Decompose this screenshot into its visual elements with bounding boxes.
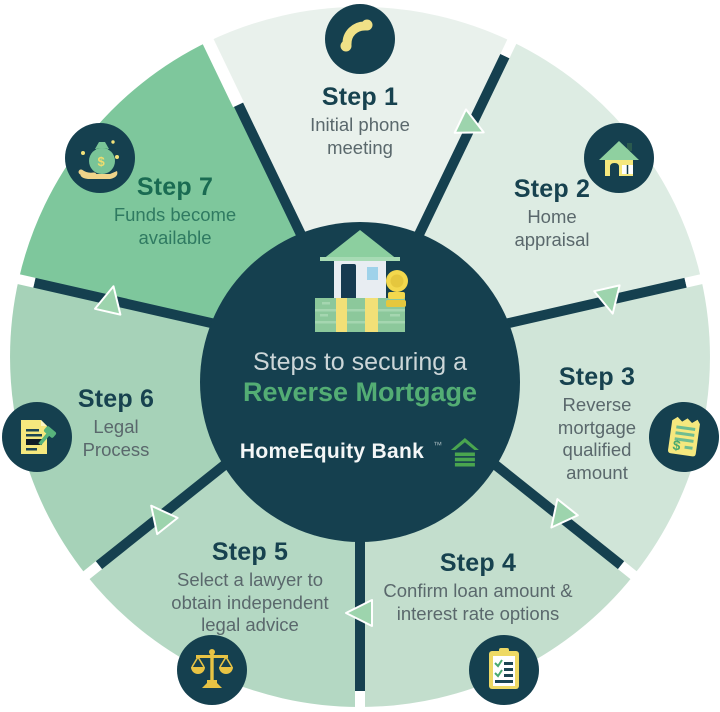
start-gap: [201, 37, 244, 108]
checklist-icon: [469, 635, 539, 705]
brand-trademark: ™: [433, 440, 443, 450]
step-2-label: Step 2: [513, 175, 591, 203]
center-title-line1: Steps to securing a: [252, 348, 468, 376]
flow-arrow-6-7: [94, 285, 122, 316]
center-title-line2: Reverse Mortgage: [242, 377, 478, 407]
homeequity-logo-icon: [451, 438, 480, 467]
step-6-label: Step 6: [77, 385, 155, 413]
svg-text:$: $: [672, 437, 682, 454]
step-5-description: Select a lawyer to obtain independent le…: [171, 569, 329, 636]
flow-arrow-1-2: [453, 108, 485, 134]
center-circle: [200, 222, 520, 542]
homeequity-bank-logo: HomeEquity Bank ™: [240, 437, 480, 467]
dollar-document-icon: $: [649, 402, 719, 472]
center-house-illustration: [315, 230, 408, 332]
step-2-description: Home appraisal: [514, 206, 590, 250]
step-3-block: Step 3 Reverse mortgage qualified amount: [537, 363, 657, 484]
flow-arrow-5-6: [150, 504, 179, 536]
flow-arrow-3-4: [550, 498, 579, 529]
step-3-label: Step 3: [558, 363, 636, 391]
step-1-block: Step 1 Initial phone meeting: [285, 83, 435, 159]
step-5-label: Step 5: [211, 538, 289, 566]
phone-icon: [325, 4, 395, 74]
scales-icon: [177, 635, 247, 705]
segment-step-1: [208, 6, 512, 358]
brand-name: HomeEquity Bank: [239, 440, 425, 463]
step-4-description: Confirm loan amount & interest rate opti…: [383, 580, 573, 624]
legal-document-icon: [2, 402, 72, 472]
step-7-label: Step 7: [136, 173, 214, 201]
step-3-description: Reverse mortgage qualified amount: [557, 394, 637, 483]
flow-arrow-2-3: [593, 284, 621, 315]
step-4-block: Step 4 Confirm loan amount & interest ra…: [363, 549, 593, 625]
svg-text:$: $: [98, 154, 106, 169]
house-icon: [584, 123, 654, 193]
step-6-block: Step 6 Legal Process: [66, 385, 166, 461]
step-6-description: Legal Process: [82, 416, 150, 460]
divider-tips: [15, 37, 705, 709]
flow-arrows: [94, 108, 621, 627]
money-bag-icon: $: [65, 123, 135, 193]
step-4-label: Step 4: [439, 549, 517, 577]
step-2-block: Step 2 Home appraisal: [497, 175, 607, 251]
step-7-block: Step 7 Funds become available: [90, 173, 260, 249]
step-1-description: Initial phone meeting: [310, 114, 410, 158]
flow-arrow-4-5: [345, 599, 373, 627]
step-7-description: Funds become available: [113, 204, 237, 248]
step-5-block: Step 5 Select a lawyer to obtain indepen…: [150, 538, 350, 637]
step-1-label: Step 1: [321, 83, 399, 111]
